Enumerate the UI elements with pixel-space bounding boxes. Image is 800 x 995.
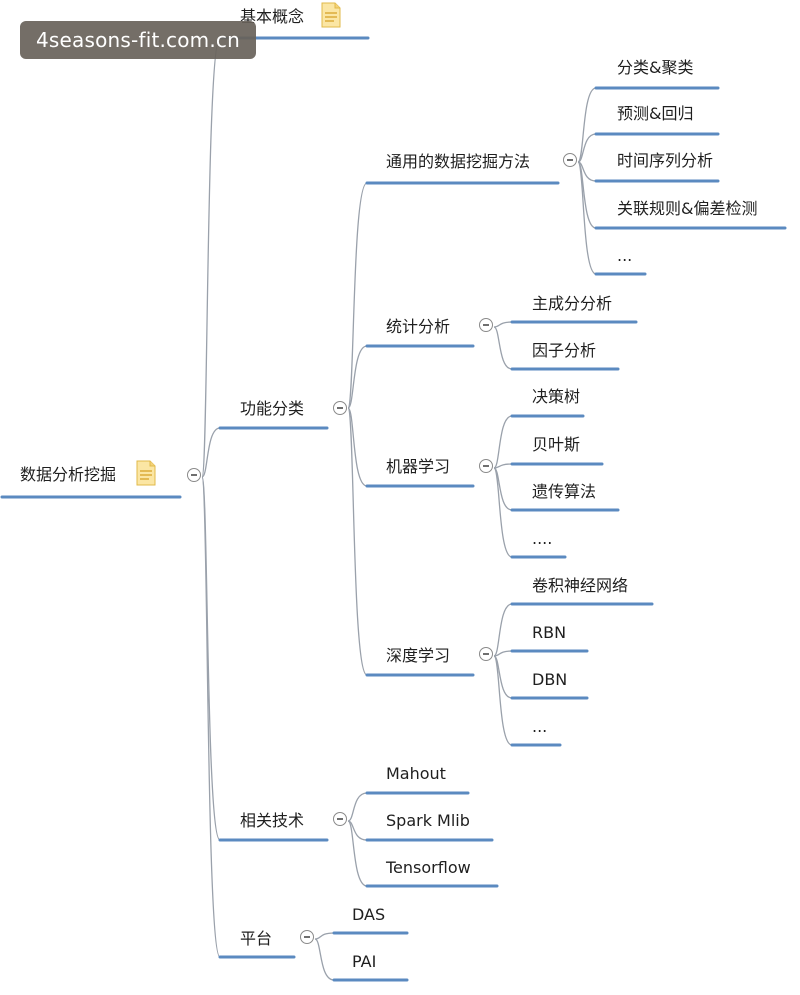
leaf-ml-1[interactable]: 决策树 xyxy=(532,387,581,406)
topic-functions[interactable]: 功能分类 xyxy=(240,399,305,418)
topic-deep-learning[interactable]: 深度学习 xyxy=(386,646,451,665)
leaf-dl-1[interactable]: 卷积神经网络 xyxy=(532,576,629,595)
functions-connector-4 xyxy=(347,407,368,676)
leaf-stats-2[interactable]: 因子分析 xyxy=(532,341,597,360)
leaf-tech-2[interactable]: Spark Mlib xyxy=(386,811,470,830)
functions-collapse-toggle[interactable] xyxy=(333,401,347,415)
ml-collapse-toggle[interactable] xyxy=(479,459,493,473)
topic-machine-learning[interactable]: 机器学习 xyxy=(386,457,451,476)
platform-connector-1 xyxy=(314,932,335,940)
dl-connector-4 xyxy=(493,655,513,746)
topic-concepts[interactable]: 基本概念 xyxy=(240,7,305,26)
leaf-tech-1[interactable]: Mahout xyxy=(386,764,446,783)
note-icon xyxy=(321,2,341,28)
functions-connector-1 xyxy=(347,182,368,409)
dl-connector-2 xyxy=(493,650,513,657)
tech-connector-3 xyxy=(347,820,368,887)
dl-collapse-toggle[interactable] xyxy=(479,647,493,661)
leaf-platform-1[interactable]: DAS xyxy=(352,905,386,924)
stats-collapse-toggle[interactable] xyxy=(479,318,493,332)
leaf-ml-4[interactable]: .... xyxy=(532,529,553,548)
leaf-tech-3[interactable]: Tensorflow xyxy=(386,858,471,877)
leaf-dl-4[interactable]: ... xyxy=(532,717,548,736)
dl-connector-1 xyxy=(493,603,513,657)
watermark-badge: 4seasons-fit.com.cn xyxy=(20,21,256,59)
topic-related-tech[interactable]: 相关技术 xyxy=(240,811,305,830)
ml-connector-1 xyxy=(493,415,513,469)
root-connector-2 xyxy=(201,427,221,478)
tech-connector-1 xyxy=(347,792,368,822)
general-connector-2 xyxy=(577,133,597,163)
tech-collapse-toggle[interactable] xyxy=(333,812,347,826)
leaf-general-2[interactable]: 预测&回归 xyxy=(617,104,694,123)
root-collapse-toggle[interactable] xyxy=(187,468,201,482)
leaf-dl-2[interactable]: RBN xyxy=(532,623,567,642)
general-collapse-toggle[interactable] xyxy=(563,153,577,167)
stats-connector-1 xyxy=(493,321,513,328)
general-connector-5 xyxy=(577,161,597,275)
ml-connector-4 xyxy=(493,467,513,558)
topic-statistics[interactable]: 统计分析 xyxy=(386,317,451,336)
functions-connector-3 xyxy=(347,407,368,487)
leaf-ml-2[interactable]: 贝叶斯 xyxy=(532,435,581,454)
leaf-platform-2[interactable]: PAI xyxy=(352,952,377,971)
topic-platform[interactable]: 平台 xyxy=(240,929,273,948)
leaf-stats-1[interactable]: 主成分分析 xyxy=(532,294,613,313)
leaf-dl-3[interactable]: DBN xyxy=(532,670,568,689)
platform-connector-2 xyxy=(314,938,335,981)
note-icon xyxy=(136,460,156,486)
functions-connector-2 xyxy=(347,345,368,409)
root-connector-1 xyxy=(201,37,221,478)
leaf-general-1[interactable]: 分类&聚类 xyxy=(617,58,694,77)
leaf-general-3[interactable]: 时间序列分析 xyxy=(617,151,714,170)
root-topic[interactable]: 数据分析挖掘 xyxy=(20,465,117,484)
topic-general-methods[interactable]: 通用的数据挖掘方法 xyxy=(386,152,531,171)
platform-collapse-toggle[interactable] xyxy=(300,930,314,944)
leaf-general-5[interactable]: ... xyxy=(617,246,633,265)
leaf-general-4[interactable]: 关联规则&偏差检测 xyxy=(617,199,758,218)
leaf-ml-3[interactable]: 遗传算法 xyxy=(532,482,597,501)
root-connector-4 xyxy=(201,476,221,958)
stats-connector-2 xyxy=(493,326,513,370)
general-connector-1 xyxy=(577,87,597,163)
